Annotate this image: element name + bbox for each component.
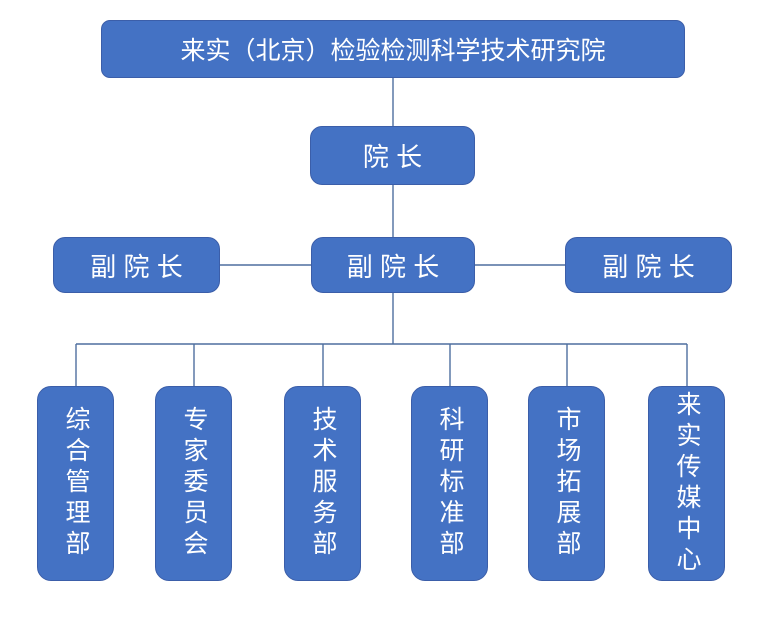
department-label: 综合管理部 [62, 406, 90, 561]
vice-president-label: 副 院 长 [602, 251, 695, 282]
president-label: 院 长 [362, 142, 423, 172]
vice-president-box-left: 副 院 长 [53, 237, 220, 293]
department-box-technical-service: 技术服务部 [284, 386, 361, 581]
department-label: 专家委员会 [180, 406, 208, 561]
department-box-general-management: 综合管理部 [37, 386, 114, 581]
org-root-label: 来实（北京）检验检测科学技术研究院 [180, 37, 606, 65]
department-box-laishi-media-center: 来实传媒中心 [648, 386, 725, 581]
department-label: 来实传媒中心 [673, 390, 701, 577]
vice-president-label: 副 院 长 [90, 251, 183, 282]
vice-president-label: 副 院 长 [346, 251, 440, 282]
president-box: 院 长 [310, 126, 475, 185]
vice-president-box-middle: 副 院 长 [311, 237, 475, 293]
org-root-box: 来实（北京）检验检测科学技术研究院 [101, 20, 685, 78]
department-label: 市场拓展部 [553, 406, 581, 561]
department-label: 技术服务部 [309, 406, 337, 561]
department-box-research-standards: 科研标准部 [411, 386, 488, 581]
department-box-expert-committee: 专家委员会 [155, 386, 232, 581]
department-label: 科研标准部 [436, 406, 464, 561]
department-box-market-expansion: 市场拓展部 [528, 386, 605, 581]
vice-president-box-right: 副 院 长 [565, 237, 732, 293]
